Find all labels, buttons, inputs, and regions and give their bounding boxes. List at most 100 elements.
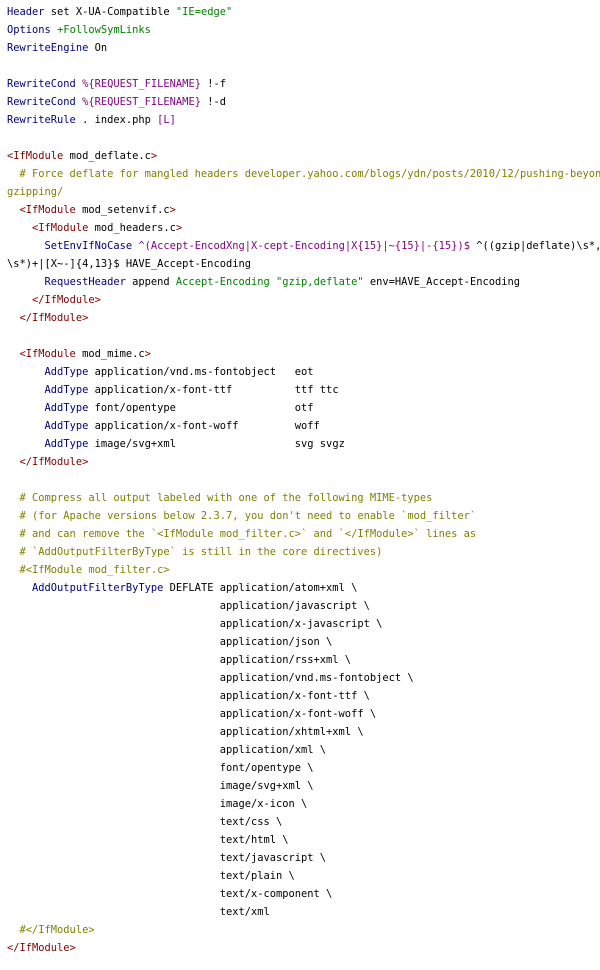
- code-token: AddType: [44, 420, 89, 432]
- code-token: RewriteCond: [7, 78, 76, 90]
- code-token: # `AddOutputFilterByType` is still in th…: [19, 546, 383, 558]
- code-token: <IfModule: [19, 348, 76, 360]
- code-token: env=HAVE_Accept-Encoding: [363, 276, 521, 288]
- code-token: RewriteCond: [7, 96, 76, 108]
- code-token: "IE=edge": [175, 6, 233, 18]
- code-line: # (for Apache versions below 2.3.7, you …: [7, 507, 600, 525]
- code-token: mod_setenvif.c: [75, 204, 170, 216]
- code-token: application/json \: [7, 636, 333, 648]
- code-line: font/opentype \: [7, 759, 600, 777]
- code-token: application/x-font-ttf \: [7, 690, 370, 702]
- code-token: text/css \: [7, 816, 283, 828]
- code-token: application/xml \: [7, 744, 327, 756]
- code-token: [7, 564, 20, 576]
- code-token: >: [175, 222, 183, 234]
- code-line: text/x-component \: [7, 885, 600, 903]
- code-token: </IfModule>: [7, 942, 76, 954]
- code-token: [7, 168, 20, 180]
- code-line: </IfModule>: [7, 291, 600, 309]
- code-token: mod_deflate.c: [63, 150, 151, 162]
- code-line: Header set X-UA-Compatible "IE=edge": [7, 3, 600, 21]
- code-line: application/x-font-ttf \: [7, 687, 600, 705]
- code-token: [L]: [157, 114, 176, 126]
- code-token: +FollowSymLinks: [57, 24, 151, 36]
- code-token: Header: [7, 6, 45, 18]
- code-token: font/opentype \: [7, 762, 314, 774]
- code-line: RewriteEngine On: [7, 39, 600, 57]
- code-token: SetEnvIfNoCase: [44, 240, 133, 252]
- code-line: <IfModule mod_mime.c>: [7, 345, 600, 363]
- code-token: [7, 204, 20, 216]
- code-line: AddType font/opentype otf: [7, 399, 600, 417]
- code-token: mod_mime.c: [75, 348, 145, 360]
- code-line: text/html \: [7, 831, 600, 849]
- code-token: ^(Accept-EncodXng|X-cept-Encoding|X{15}|…: [138, 240, 470, 252]
- code-line: AddOutputFilterByType DEFLATE applicatio…: [7, 579, 600, 597]
- code-line: SetEnvIfNoCase ^(Accept-EncodXng|X-cept-…: [7, 237, 600, 255]
- code-token: AddType: [44, 366, 89, 378]
- code-token: [7, 456, 20, 468]
- code-token: [7, 924, 20, 936]
- code-line: text/css \: [7, 813, 600, 831]
- code-token: RewriteRule: [7, 114, 76, 126]
- code-token: application/rss+xml \: [7, 654, 352, 666]
- code-token: Accept-Encoding: [175, 276, 270, 288]
- code-token: [7, 312, 20, 324]
- code-line: application/rss+xml \: [7, 651, 600, 669]
- code-token: "gzip,deflate": [276, 276, 364, 288]
- code-token: </IfModule>: [19, 312, 89, 324]
- code-token: [7, 582, 32, 594]
- code-token: <IfModule: [19, 204, 76, 216]
- code-line: AddType application/x-font-woff woff: [7, 417, 600, 435]
- code-token: !-f: [200, 78, 226, 90]
- code-token: [7, 546, 20, 558]
- code-line: # and can remove the `<IfModule mod_filt…: [7, 525, 600, 543]
- code-line: [7, 57, 600, 75]
- code-token: [7, 222, 32, 234]
- code-line: RewriteRule . index.php [L]: [7, 111, 600, 129]
- code-line: RewriteCond %{REQUEST_FILENAME} !-d: [7, 93, 600, 111]
- code-token: # and can remove the `<IfModule mod_filt…: [19, 528, 477, 540]
- code-token: DEFLATE application/atom+xml \: [163, 582, 358, 594]
- code-token: text/javascript \: [7, 852, 327, 864]
- code-line: text/plain \: [7, 867, 600, 885]
- code-token: application/javascript \: [7, 600, 370, 612]
- code-token: # Compress all output labeled with one o…: [19, 492, 433, 504]
- code-token: [7, 528, 20, 540]
- code-token: \s*)+|[X~-]{4,13}$ HAVE_Accept-Encoding: [7, 258, 251, 270]
- code-token: # Force deflate for mangled headers deve…: [19, 168, 600, 180]
- code-line: application/xml \: [7, 741, 600, 759]
- code-token: application/vnd.ms-fontobject eot: [88, 366, 314, 378]
- code-token: #</IfModule>: [19, 924, 95, 936]
- code-token: AddType: [44, 384, 89, 396]
- code-token: <IfModule: [32, 222, 89, 234]
- code-token: text/xml: [7, 906, 270, 918]
- code-token: AddType: [44, 438, 89, 450]
- code-line: </IfModule>: [7, 309, 600, 327]
- code-line: RequestHeader append Accept-Encoding "gz…: [7, 273, 600, 291]
- code-token: %{REQUEST_FILENAME}: [82, 96, 201, 108]
- code-token: RewriteEngine: [7, 42, 89, 54]
- code-token: image/svg+xml \: [7, 780, 314, 792]
- code-token: AddOutputFilterByType: [32, 582, 164, 594]
- code-token: ^((gzip|deflate)\s*,?: [469, 240, 600, 252]
- code-line: # Force deflate for mangled headers deve…: [7, 165, 600, 183]
- code-token: [7, 240, 45, 252]
- code-token: >: [169, 204, 176, 216]
- code-token: <IfModule: [7, 150, 64, 162]
- code-line: text/javascript \: [7, 849, 600, 867]
- code-line: application/json \: [7, 633, 600, 651]
- code-token: set X-UA-Compatible: [44, 6, 176, 18]
- code-token: [7, 276, 45, 288]
- code-token: [7, 492, 20, 504]
- code-line: #<IfModule mod_filter.c>: [7, 561, 600, 579]
- code-line: RewriteCond %{REQUEST_FILENAME} !-f: [7, 75, 600, 93]
- code-token: [7, 348, 20, 360]
- code-token: [7, 420, 45, 432]
- code-token: application/vnd.ms-fontobject \: [7, 672, 414, 684]
- code-token: >: [144, 348, 151, 360]
- code-token: . index.php: [75, 114, 158, 126]
- code-token: [7, 294, 32, 306]
- code-line: application/xhtml+xml \: [7, 723, 600, 741]
